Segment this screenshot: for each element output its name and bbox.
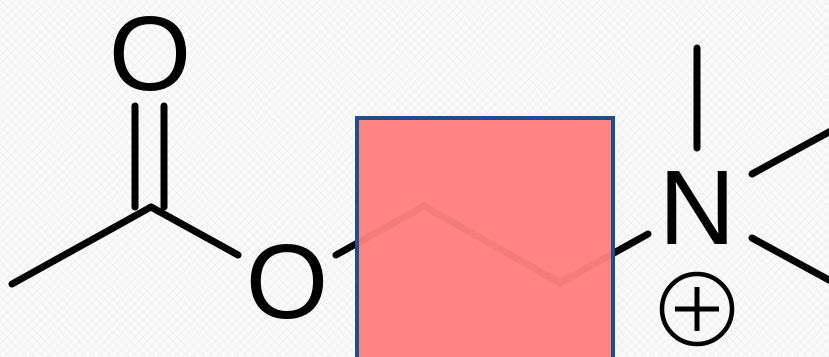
bond-nitrogen-methyl-lower-right — [748, 234, 829, 284]
bond-nitrogen-methyl-upper-right — [748, 128, 829, 178]
atom-nitrogen: N — [659, 149, 736, 267]
highlight-box — [355, 116, 615, 357]
positive-charge-icon — [659, 271, 735, 347]
bond-methyl-carbonyl — [8, 203, 155, 288]
atom-ester-oxygen: O — [246, 223, 328, 341]
bond-carbonyl-ester-oxygen — [147, 203, 242, 259]
atom-carbonyl-oxygen: O — [109, 0, 191, 113]
